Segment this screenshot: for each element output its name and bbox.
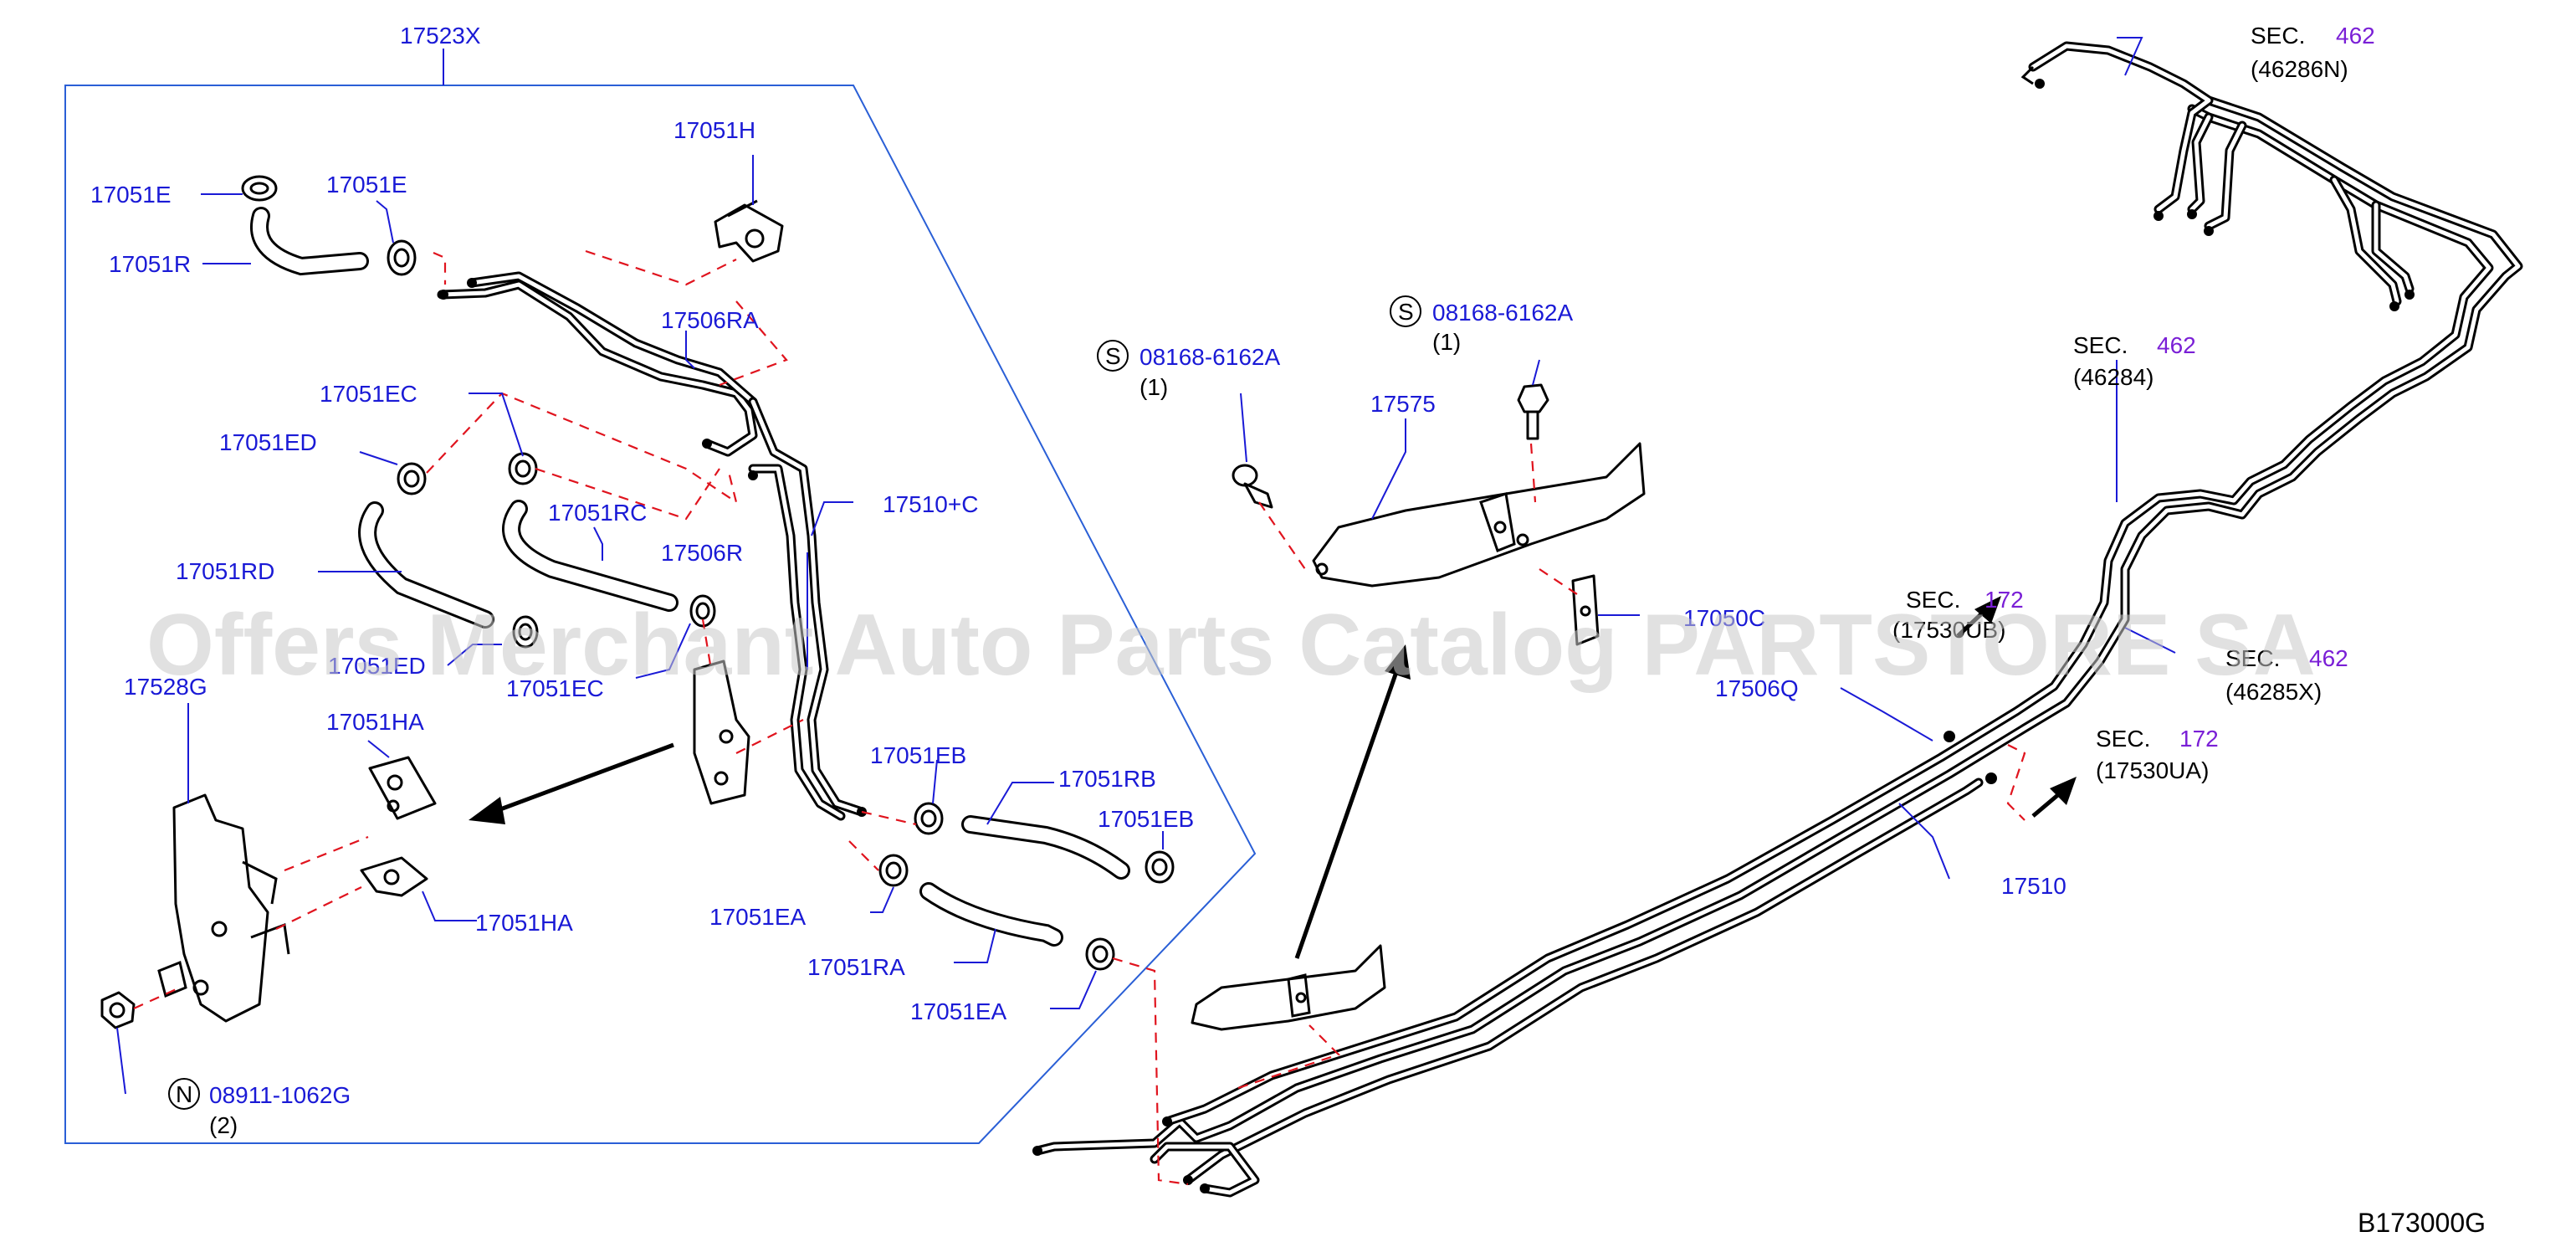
- label-17051E-a: 17051E: [90, 182, 172, 208]
- pipe-ends: [438, 278, 867, 817]
- arrows: [469, 596, 2077, 959]
- label-17510: 17510: [2001, 873, 2066, 899]
- svg-text:SEC.: SEC.: [2251, 23, 2305, 49]
- clamp-17051EC: [508, 452, 538, 485]
- label-17051EB-b: 17051EB: [1098, 806, 1194, 832]
- label-17523X: 17523X: [400, 23, 481, 49]
- pipe-17510-c: [748, 397, 867, 821]
- label-nut: 08911-1062G: [209, 1082, 351, 1108]
- label-17506RA: 17506RA: [661, 307, 759, 333]
- guide-lines: [133, 249, 2026, 1186]
- svg-text:(17530UB): (17530UB): [1892, 617, 2005, 643]
- assembly-outline-17523X: [64, 85, 1257, 1144]
- svg-text:(46286N): (46286N): [2251, 56, 2348, 82]
- label-17575: 17575: [1370, 391, 1436, 417]
- clamp-17051EB-b: [1145, 850, 1175, 884]
- label-17506Q: 17506Q: [1715, 675, 1799, 701]
- label-17051ED-a: 17051ED: [219, 429, 317, 455]
- clamp-17051EC-b: [689, 594, 716, 628]
- section-ref-46286N: SEC. 462 (46286N): [2251, 23, 2375, 82]
- clamp-17051EA-a: [878, 854, 909, 887]
- svg-text:SEC.: SEC.: [2225, 645, 2280, 671]
- svg-text:172: 172: [1984, 587, 2024, 613]
- callout-bolt-left: S 08168-6162A (1): [1097, 340, 1280, 400]
- svg-text:462: 462: [2157, 332, 2196, 358]
- label-17051HA-a: 17051HA: [326, 709, 424, 735]
- clamp-17051E-b: [387, 239, 417, 276]
- svg-text:SEC.: SEC.: [1906, 587, 1960, 613]
- label-17506R: 17506R: [661, 540, 743, 566]
- pipe-17510-main: [1032, 95, 2523, 1198]
- bracket-mid: [693, 659, 750, 805]
- protector-17575: [1312, 442, 1646, 588]
- nut-qty: (2): [209, 1112, 238, 1138]
- bolt-right-symbol: S: [1398, 299, 1414, 325]
- label-17510-c: 17510+C: [883, 491, 978, 517]
- hose-17051RD: [358, 501, 494, 629]
- leader-lines: [116, 37, 2176, 1095]
- svg-text:(46284): (46284): [2073, 364, 2154, 390]
- section-ref-46285X: SEC. 462 (46285X): [2225, 645, 2348, 705]
- clamp-17051E-a: [241, 175, 278, 202]
- label-17051HA-b: 17051HA: [475, 910, 573, 936]
- bolt-left: [1232, 464, 1273, 509]
- svg-text:462: 462: [2336, 23, 2375, 49]
- svg-text:462: 462: [2309, 645, 2348, 671]
- clip-17051HA-b: [360, 856, 428, 897]
- clamp-17051ED-b: [512, 615, 539, 649]
- label-17051ED-b: 17051ED: [328, 653, 426, 679]
- label-17051EB-a: 17051EB: [870, 742, 966, 768]
- label-17051RA: 17051RA: [807, 954, 905, 980]
- bracket-17528G: [157, 793, 290, 1023]
- label-17051EC-a: 17051EC: [320, 381, 417, 407]
- svg-text:172: 172: [2179, 726, 2219, 752]
- watermark-text: Offers Merchant Auto Parts Catalog PARTS…: [146, 597, 2316, 694]
- label-bolt-right: 08168-6162A: [1432, 300, 1573, 326]
- svg-text:(17530UA): (17530UA): [2096, 757, 2209, 783]
- hose-17051RB: [961, 815, 1130, 880]
- diagram-code: B173000G: [2358, 1208, 2486, 1238]
- part-labels: 17523X 17051H 17051E 17051E 17051R 17506…: [90, 23, 2066, 1024]
- hose-17051R: [250, 207, 369, 276]
- label-17051EA-a: 17051EA: [709, 904, 807, 930]
- bolt-left-symbol: S: [1105, 343, 1121, 369]
- clamp-17051ED: [397, 462, 427, 495]
- section-ref-46284: SEC. 462 (46284): [2073, 332, 2196, 390]
- pipe-upper-right: [2020, 41, 2415, 306]
- hose-17051RA: [919, 882, 1063, 947]
- label-17051E-b: 17051E: [326, 172, 407, 198]
- bolt-left-qty: (1): [1139, 374, 1168, 400]
- clip-17051H: [714, 199, 784, 263]
- label-17051RD: 17051RD: [176, 558, 274, 584]
- svg-text:SEC.: SEC.: [2096, 726, 2150, 752]
- label-17528G: 17528G: [124, 674, 207, 700]
- hose-17051RC: [502, 500, 679, 612]
- bolt-right: [1517, 383, 1549, 440]
- section-ref-17530UB: SEC. 172 (17530UB): [1892, 587, 2024, 643]
- clip-17050C: [1571, 574, 1600, 646]
- clamp-17051EA-b: [1085, 937, 1115, 971]
- nut-symbol: N: [176, 1081, 192, 1107]
- svg-text:SEC.: SEC.: [2073, 332, 2128, 358]
- clip-17051HA-a: [368, 756, 437, 820]
- label-17051EA-b: 17051EA: [910, 998, 1007, 1024]
- label-bolt-left: 08168-6162A: [1139, 344, 1280, 370]
- pipe-17506RA: [437, 271, 758, 457]
- label-17051EC-b: 17051EC: [506, 675, 604, 701]
- protector-lower: [1191, 944, 1386, 1031]
- bolt-right-qty: (1): [1432, 329, 1461, 355]
- svg-text:(46285X): (46285X): [2225, 679, 2322, 705]
- label-17051RC: 17051RC: [548, 500, 647, 526]
- pipe-end-dots: [1032, 79, 2415, 1193]
- clamp-17051EB-a: [914, 802, 944, 835]
- label-17051R: 17051R: [109, 251, 191, 277]
- section-ref-17530UA: SEC. 172 (17530UA): [2096, 726, 2219, 783]
- label-17051RB: 17051RB: [1058, 766, 1156, 792]
- callout-nut: N 08911-1062G (2): [168, 1078, 351, 1138]
- label-17050C: 17050C: [1683, 605, 1765, 631]
- label-17051H: 17051H: [673, 117, 755, 143]
- nut-08911-1062G: [100, 991, 136, 1029]
- callout-bolt-right: S 08168-6162A (1): [1390, 295, 1573, 355]
